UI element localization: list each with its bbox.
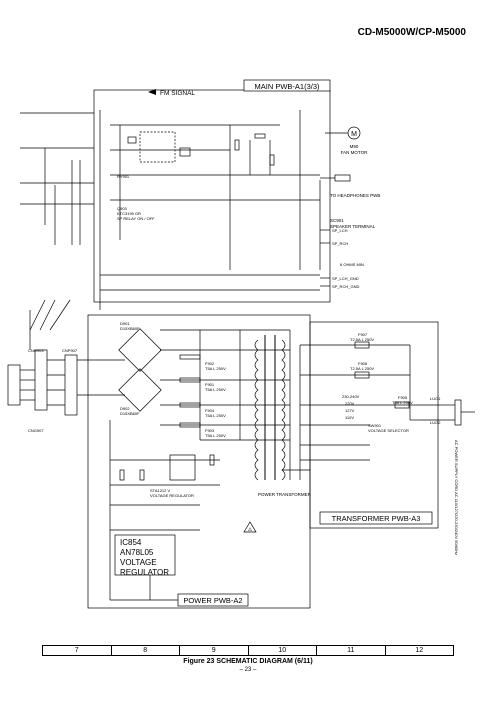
fm-signal-label: FM SIGNAL xyxy=(160,90,195,97)
fuse-f901-ref: F901 xyxy=(205,382,215,387)
transformer-pwb-label: TRANSFORMER PWB-A3 xyxy=(332,514,421,523)
diode-d901-part: D15XB60F xyxy=(120,326,140,331)
connector-c-label: CNP907 xyxy=(62,348,78,353)
voltage-110: 110V xyxy=(345,415,354,420)
ic854-ref: IC854 xyxy=(120,538,142,547)
regulator-part: STA1212 V xyxy=(150,488,170,493)
fuse-f901-rating: T5A L 250V xyxy=(205,387,226,392)
ic854-part: AN78L05 xyxy=(120,548,154,557)
column-number: 7 xyxy=(43,646,112,655)
column-number: 12 xyxy=(415,647,424,654)
sp-line-4: SP_RCH_GND xyxy=(332,284,359,289)
fuse-f905-rating: T5A L 250V xyxy=(392,400,413,405)
column-number: 9 xyxy=(180,646,249,655)
speaker-terminal-ref: SC901 xyxy=(330,218,344,223)
ic854-function-1: VOLTAGE xyxy=(120,558,157,567)
column-number: 10 xyxy=(249,646,317,655)
connector-b-label: CNG907 xyxy=(28,428,44,433)
fuse-f902-rating: T5A L 250V xyxy=(205,366,226,371)
connector-a-label: CNG903 xyxy=(28,348,44,353)
fuse-f902-ref: F902 xyxy=(205,361,215,366)
fuse-f906-ref: F906 xyxy=(358,361,368,366)
main-pwb-frame xyxy=(93,89,331,303)
figure-caption: Figure 23 SCHEMATIC DIAGRAM (6/11) xyxy=(183,658,313,665)
fuse-f903-ref: F903 xyxy=(205,428,215,433)
fm-signal-arrow-icon xyxy=(148,89,156,95)
relay-ref: RY901 xyxy=(117,174,130,179)
column-number: 8 xyxy=(112,646,180,655)
relay-sub: SP RELAY ON / OFF xyxy=(117,216,155,221)
fuse-f903-rating: T5A L 250V xyxy=(205,433,226,438)
sp-line-1: SP_LCH xyxy=(332,228,348,233)
fuse-f904-ref: F904 xyxy=(205,408,215,413)
q-part: KTC3199 GR xyxy=(117,211,141,216)
voltage-220: 220V xyxy=(345,401,355,406)
lug-1: LUG1 xyxy=(430,396,441,401)
ic854-box xyxy=(114,534,176,576)
model-title: CD-M5000W/CP-M5000 xyxy=(357,27,466,38)
column-number: 11 xyxy=(317,646,386,655)
diode-d902-part: D15XB60F xyxy=(120,411,140,416)
sp-line-2: SP_RCH xyxy=(332,241,348,246)
diode-d902-ref: D902 xyxy=(120,406,130,411)
regulator-function: VOLTAGE REGULATOR xyxy=(150,493,194,498)
caution-icon: ⚠ xyxy=(248,527,253,533)
fuse-f904-rating: T5A L 250V xyxy=(205,413,226,418)
voltage-selector-ref: SW901 xyxy=(368,423,382,428)
fuse-f907-ref: F907 xyxy=(358,332,368,337)
fan-motor-ref: M90 xyxy=(350,144,359,149)
headphones-label: TO HEADPHONES PWB xyxy=(330,193,380,198)
speaker-ohms: 6 OHMS MIN. xyxy=(340,262,365,267)
ic854-function-2: REGULATOR xyxy=(120,568,169,577)
q-ref: Q903 xyxy=(117,206,128,211)
power-pwb-label: POWER PWB-A2 xyxy=(183,596,242,605)
power-transformer-label: POWER TRANSFORMER xyxy=(258,492,312,497)
fuse-f907-rating: T2.5A L 250V xyxy=(350,337,374,342)
lug-2: LUG2 xyxy=(430,420,441,425)
sp-line-3: SP_LCH_GND xyxy=(332,276,359,281)
voltage-230-240: 230-240V xyxy=(342,394,360,399)
column-number-bar: 7 8 9 10 11 12 xyxy=(42,645,454,656)
main-pwb-label: MAIN PWB-A1(3/3) xyxy=(254,82,320,91)
voltage-selector-label: VOLTAGE SELECTOR xyxy=(368,428,409,433)
voltage-127: 127V xyxy=(345,408,355,413)
fuse-f906-rating: T2.5A L 250V xyxy=(350,366,374,371)
fan-motor-label: FAN MOTOR xyxy=(341,150,368,155)
fuse-f905-ref: F905 xyxy=(398,395,408,400)
motor-icon: M xyxy=(351,131,357,138)
diode-d901-ref: D901 xyxy=(120,321,130,326)
speaker-terminal-label: SPEAKER TERMINAL xyxy=(330,224,376,229)
page-number: – 23 – xyxy=(239,667,257,673)
ac-power-label: AC POWER SUPPLY CORD AC 110/127/220-230/… xyxy=(454,440,459,555)
